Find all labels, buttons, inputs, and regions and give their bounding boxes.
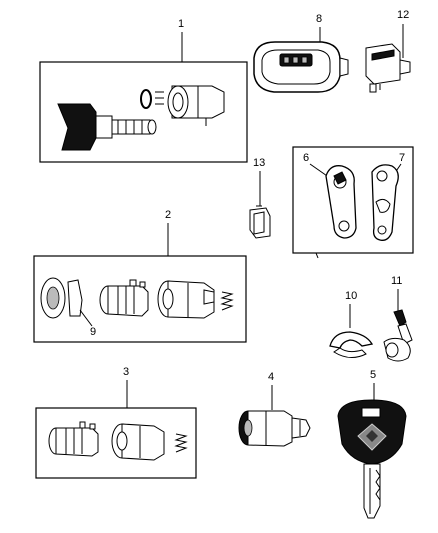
callout-7: 7 (399, 152, 405, 164)
callout-13: 13 (253, 157, 265, 169)
lock-lever-6 (325, 165, 357, 239)
ignition-key-cylinder (57, 103, 157, 151)
lever-box-tick (315, 252, 319, 259)
trunk-lock-housing (111, 423, 165, 461)
lock-cylinder (238, 410, 311, 447)
sentry-key-module (365, 43, 411, 93)
callout-5: 5 (370, 369, 376, 381)
door-lock-box (33, 255, 247, 343)
e-clip (329, 331, 374, 358)
callout-1: 1 (178, 18, 184, 30)
callout-2: 2 (165, 209, 171, 221)
door-lock-housing (157, 280, 215, 319)
o-ring-and-pins (140, 89, 164, 109)
door-lock-cylinder (99, 279, 149, 317)
vehicle-key (337, 399, 407, 519)
lever-box (292, 146, 414, 254)
ignition-housing (167, 85, 225, 126)
leader-line-9 (79, 309, 93, 327)
door-lock-spring (220, 291, 234, 311)
bezel-ring (40, 277, 66, 319)
callout-10: 10 (345, 290, 357, 302)
lock-lever-7 (371, 164, 399, 241)
callout-11: 11 (391, 275, 402, 287)
callout-8: 8 (316, 13, 322, 25)
lock-rod-clip (383, 309, 413, 362)
trunk-lock-cylinder (48, 421, 99, 457)
ignition-lock-box (39, 61, 248, 163)
callout-4: 4 (268, 371, 274, 383)
key-fob-transmitter (253, 41, 349, 93)
callout-3: 3 (123, 366, 129, 378)
trunk-lock-spring (174, 433, 188, 453)
callout-6: 6 (303, 152, 309, 164)
door-lock-gasket (67, 279, 83, 317)
callout-12: 12 (397, 9, 409, 21)
callout-9: 9 (90, 326, 96, 338)
retainer-clip (249, 205, 271, 239)
trunk-lock-box (35, 407, 197, 479)
